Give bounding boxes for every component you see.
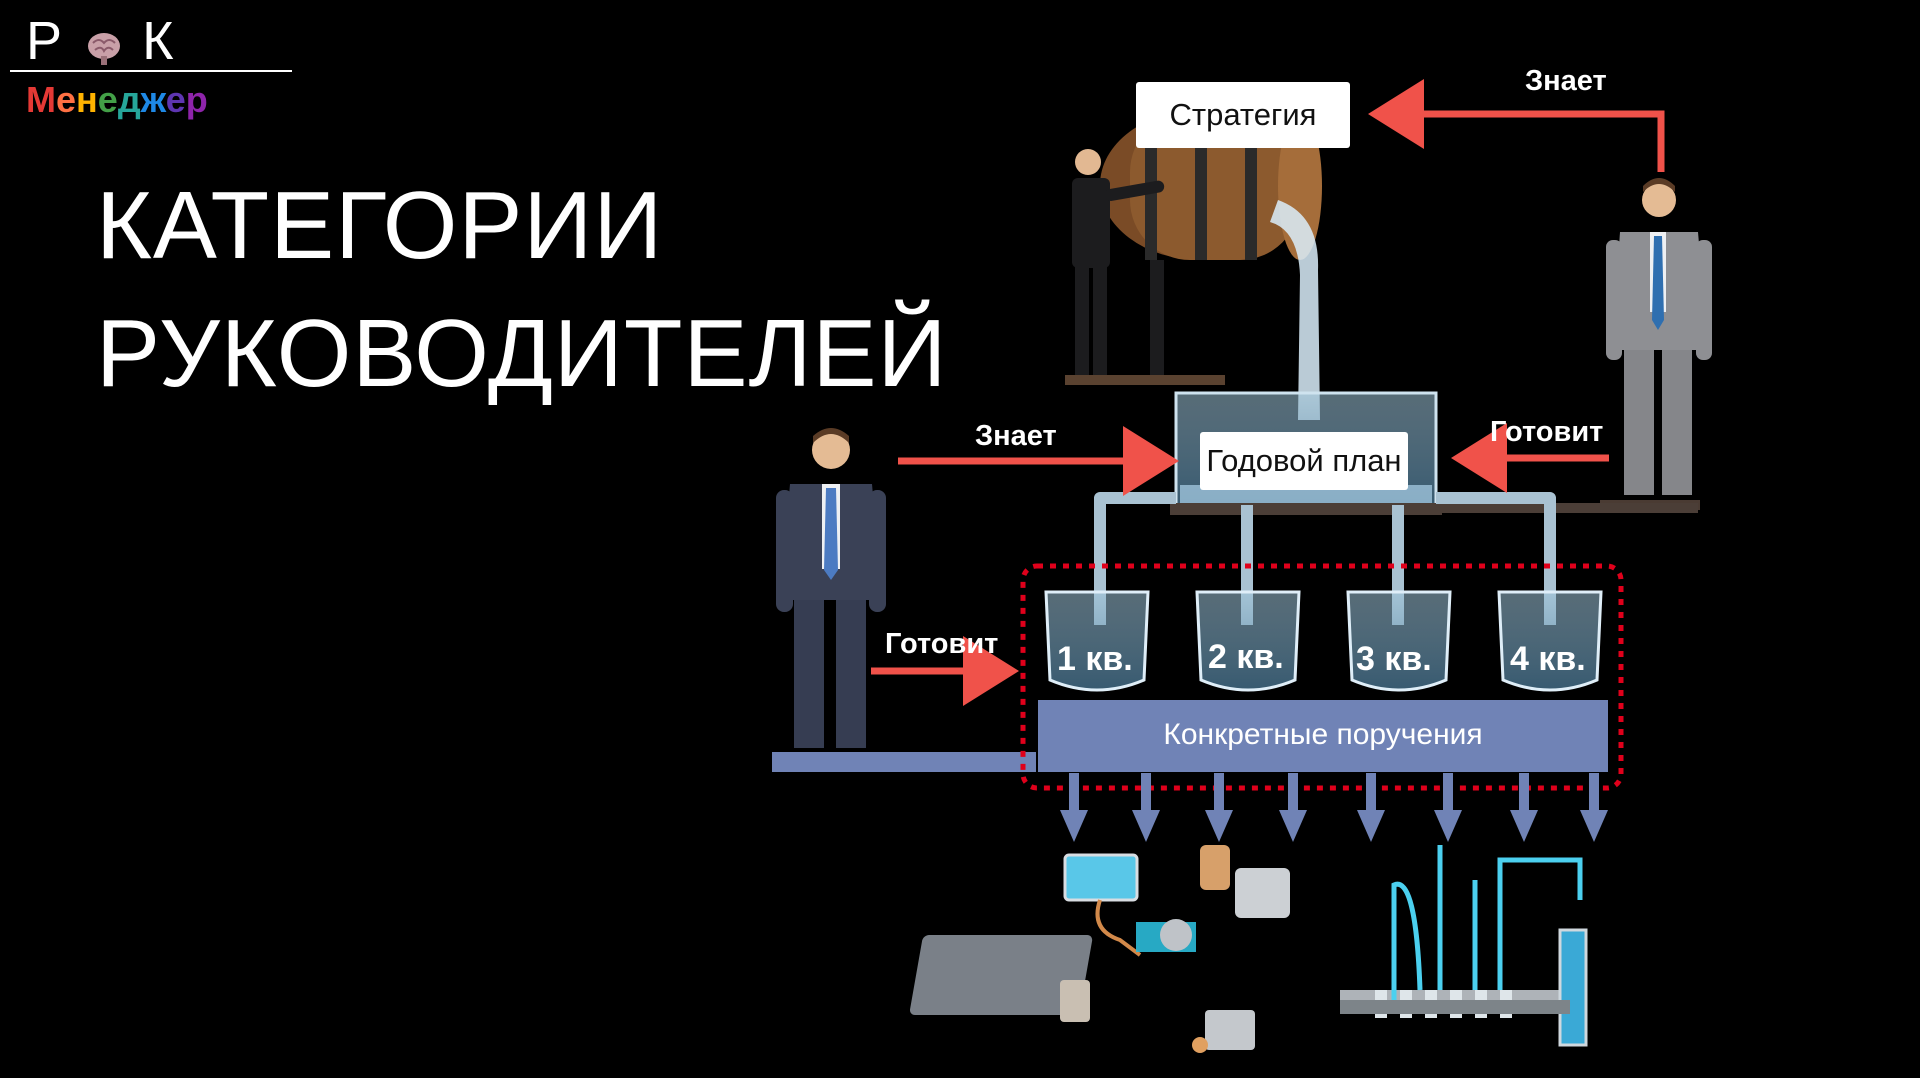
- person-top-manager-icon: [1600, 178, 1712, 510]
- logo-subtitle-letter: д: [117, 79, 141, 120]
- factory-right-icon: [1340, 845, 1588, 1047]
- dotted-region: [1020, 563, 1624, 791]
- quarter-label-3: 3 кв.: [1356, 640, 1432, 678]
- logo-divider: [10, 70, 292, 72]
- label-knows-mid: Знает: [975, 420, 1057, 452]
- label-prepares-mid: Готовит: [885, 628, 999, 660]
- tasks-label: Конкретные поручения: [1163, 718, 1483, 751]
- strategy-box: Стратегия: [1136, 82, 1350, 148]
- quarter-label-2: 2 кв.: [1208, 638, 1284, 676]
- page-title-line-1: КАТЕГОРИИ: [96, 172, 664, 279]
- logo-letter-right: К: [142, 11, 178, 71]
- quarter-label-4: 4 кв.: [1510, 640, 1586, 678]
- logo-subtitle-letter: е: [97, 79, 118, 120]
- water-stream: [1270, 200, 1320, 420]
- logo-letter-left: Р: [26, 11, 67, 71]
- brain-icon: [85, 22, 123, 65]
- logo-subtitle-letter: р: [185, 79, 208, 120]
- logo-subtitle: Менеджер: [26, 82, 208, 118]
- tasks-bar: [1038, 700, 1608, 772]
- quarter-label-1: 1 кв.: [1057, 640, 1133, 678]
- page-title-line-2: РУКОВОДИТЕЛЕЙ: [96, 300, 948, 407]
- label-knows-top: Знает: [1525, 65, 1607, 97]
- factory-left-icon: [909, 845, 1290, 1053]
- label-prepares-top: Готовит: [1490, 416, 1604, 448]
- quarter-cups: [1044, 590, 1603, 692]
- annual-plan-box: Годовой план: [1200, 432, 1408, 490]
- logo-subtitle-letter: ж: [140, 79, 166, 120]
- red-arrows: [871, 79, 1665, 706]
- pipes: [1094, 492, 1556, 625]
- person-barrel-icon: [1072, 149, 1165, 375]
- logo-subtitle-letter: М: [26, 79, 56, 120]
- logo-subtitle-letter: е: [56, 79, 77, 120]
- logo-subtitle-letter: н: [76, 79, 98, 120]
- logo-subtitle-letter: е: [165, 79, 186, 120]
- logo-mark: Р К: [26, 14, 178, 68]
- down-arrows: [1060, 773, 1608, 842]
- person-middle-manager-icon: [772, 428, 1036, 772]
